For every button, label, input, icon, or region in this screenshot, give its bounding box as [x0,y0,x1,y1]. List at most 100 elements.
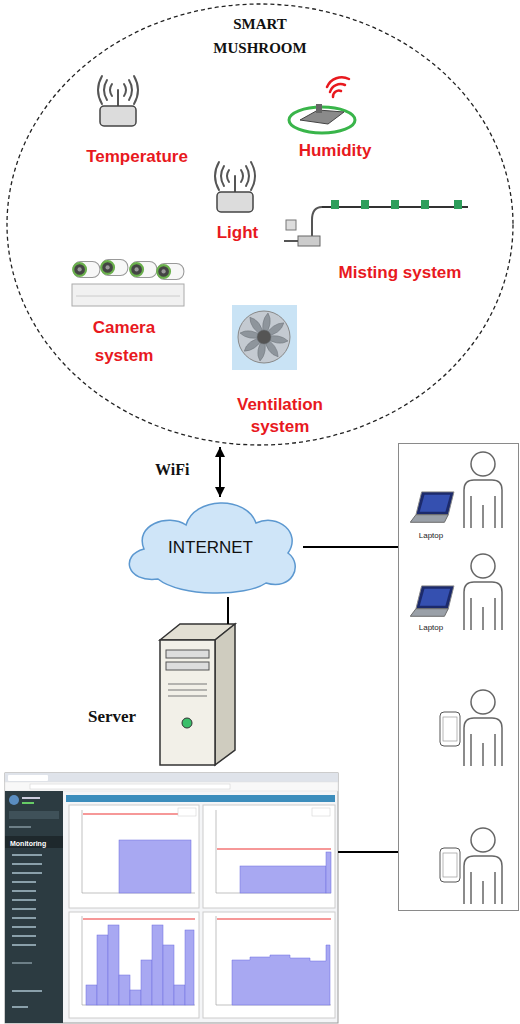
actuator-node: Ventilation system [215,300,345,442]
dashboard-screenshot-part [9,795,19,805]
dashboard-screenshot-part [240,866,326,893]
users-panel-icons-part [464,828,502,904]
dashboard-screenshot-part [8,775,48,781]
dashboard-screenshot-part [326,852,331,893]
misting-system-icon-part [286,220,296,230]
humidity-sensor-icon-part-part [330,84,345,92]
camera-system-icon-part [73,261,100,277]
dashboard-screenshot-part [12,917,36,919]
internet-cloud: INTERNET [118,497,303,597]
server-node: Server [158,624,238,767]
users-panel: LaptopLaptop [398,443,519,911]
dashboard-screenshot-part [9,811,59,819]
dashboard-screenshot-part [217,848,331,849]
camera-system-icon-part [76,296,180,297]
server-icon-part [166,650,209,658]
dashboard-screenshot-part-part [185,930,194,1005]
humidity-sensor-icon-part [316,104,322,113]
server-icon-part [182,718,192,728]
node-label: Laptop [405,623,457,633]
dashboard-screenshot-part [5,791,63,1023]
dashboard-screenshot-part [30,784,230,789]
camera-system-icon-part [101,259,128,275]
dashboard-screenshot-part [203,912,335,1018]
connector-line [227,597,229,624]
node-label: Monitoring [10,839,62,848]
dashboard-screenshot-part [66,795,335,802]
dashboard-screenshot-part [178,808,196,816]
server-icon [160,624,235,765]
dashboard-screenshot-part [12,899,36,901]
dashboard-screenshot-part [9,826,31,828]
server-icon-part [168,696,207,697]
camera-system-icon-part [157,263,184,279]
node-label: Misting system [330,262,470,284]
node-label: Ventilation system [218,394,342,438]
users-panel-icons [410,452,502,904]
dashboard-screenshot-part [12,854,42,856]
connector-line [338,851,398,853]
users-panel-icons-part [440,712,460,746]
node-label: Temperature [72,146,202,168]
dashboard-screenshot-part [5,773,338,782]
dashboard-screenshot-part [216,810,217,893]
humidity-sensor-icon-part-part [333,91,341,97]
enclosure-circle: SMART MUSHROOMTemperatureHumidityLightMi… [5,2,515,447]
dashboard-screenshot-part-part [152,925,163,1005]
dashboard-screenshot-part [12,881,36,883]
temperature-sensor-icon-part [98,76,138,126]
dashboard-screenshot-part [203,805,335,908]
dashboard-screenshot-part [12,990,42,992]
dashboard-screenshot-part-part [174,985,185,1005]
connector-line [219,447,221,497]
dashboard-screenshot-part-part [86,985,97,1005]
actuator-node: Misting system [278,188,473,298]
node-label: INTERNET [118,537,303,559]
ventilation-fan-icon [232,305,297,370]
users-panel-icons-part [410,492,454,522]
ventilation-fan-icon-part [238,311,290,363]
users-panel-icons-part [410,586,454,616]
dashboard-screenshot-part [232,945,330,1005]
dashboard-screenshot-part [12,935,36,937]
node-label: Light [197,222,278,244]
connector-line [303,546,398,548]
dashboard-screenshot-part [5,782,338,791]
server-icon-part [160,640,215,765]
server-icon-part [215,624,235,765]
node-label: Laptop [405,531,457,541]
ventilation-fan-icon-part [232,305,297,370]
humidity-sensor-icon-part-part [327,77,349,87]
sensor-node: Light [195,155,280,250]
camera-system-icon [72,259,184,306]
users-panel-icons-part [464,452,502,528]
dashed-ellipse [7,4,513,445]
node-label: Camera system [68,314,180,370]
edge-label: WiFi [155,460,205,480]
dashboard-screenshot-part [22,802,34,804]
server-icon-part [166,662,209,670]
dashboard-screenshot-part [12,908,36,910]
misting-system-icon-part [284,240,298,242]
dashboard-screenshot-part [5,836,63,848]
dashboard-screenshot-part [69,805,199,908]
misting-system-icon-part [331,200,339,209]
dashboard-screenshot-part [12,962,32,964]
temperature-sensor-icon [98,76,138,126]
dashboard-screenshot-part [86,925,194,1005]
dashboard-screenshot-part [12,944,36,946]
dashboard-screenshot-part [12,863,42,865]
misting-system-icon-part [391,200,399,209]
users-panel-icons-part [464,554,502,630]
dashboard-node: Monitoring [5,773,338,1023]
dashboard-screenshot-part-part [163,945,174,1005]
humidity-sensor-icon-part [327,77,349,97]
misting-system-icon-part [298,236,320,246]
dashboard-screenshot-part-part [97,935,108,1005]
dashboard-screenshot-part [22,797,40,799]
sensor-node: Temperature [70,60,205,180]
